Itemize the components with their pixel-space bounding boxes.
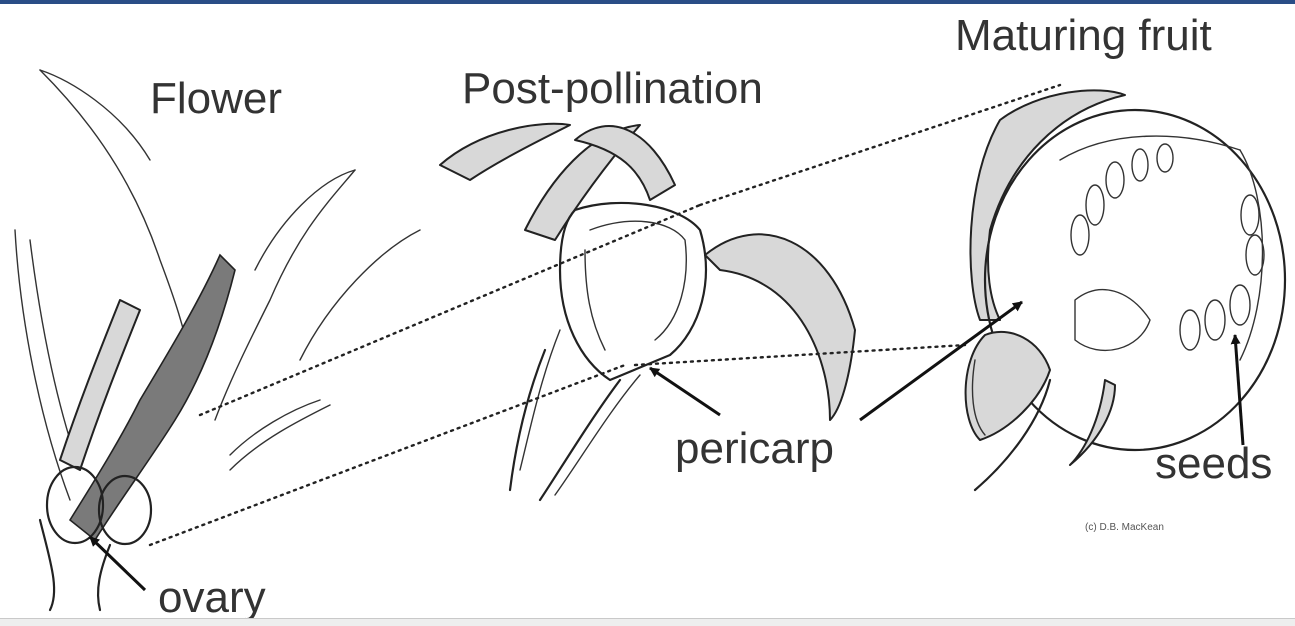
seeds-arrow <box>1235 335 1243 445</box>
label-seeds: seeds <box>1155 439 1272 488</box>
wilted-petal-4 <box>705 234 855 420</box>
flower-drawing <box>15 70 420 610</box>
pointer-arrows <box>90 302 1243 590</box>
wilted-petal-1 <box>440 124 570 180</box>
post-stalk <box>510 350 545 490</box>
enlarging-ovary <box>560 203 706 380</box>
maturing-fruit-drawing <box>966 90 1285 490</box>
label-ovary: ovary <box>158 573 266 618</box>
label-flower: Flower <box>150 74 282 123</box>
label-post-pollination: Post-pollination <box>462 64 763 113</box>
drooping-sepal <box>1070 380 1115 465</box>
fruit-pericarp-shaded <box>970 90 1125 320</box>
stalk <box>40 520 54 610</box>
top-border <box>0 0 1295 4</box>
label-pericarp: pericarp <box>675 424 834 473</box>
petal-right <box>215 170 355 420</box>
pericarp-arrow-left <box>650 368 720 415</box>
credit-text: (c) D.B. MacKean <box>1085 522 1164 533</box>
placenta-core <box>1075 290 1150 351</box>
label-maturing-fruit: Maturing fruit <box>955 11 1212 60</box>
